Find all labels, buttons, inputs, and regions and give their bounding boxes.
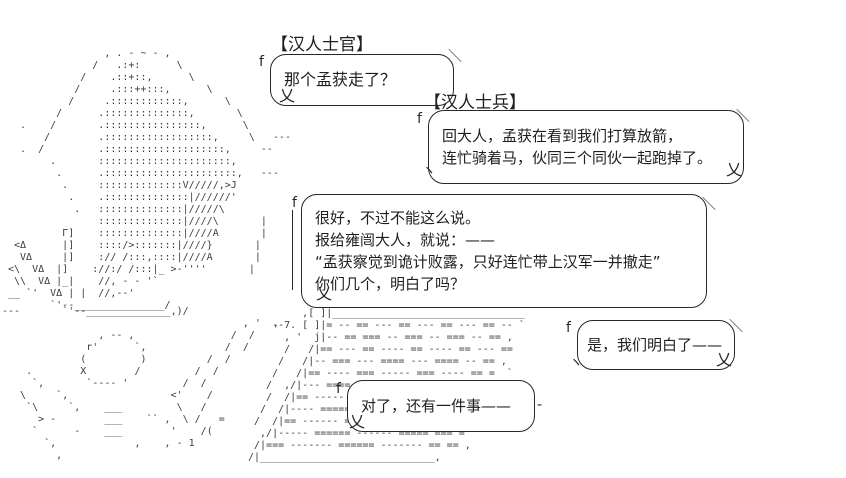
bubble-dash-glyph: - bbox=[537, 397, 543, 413]
speaker-label-soldier: 【汉人士兵】 bbox=[424, 93, 526, 113]
bubble-nick-glyph: ＼ bbox=[448, 49, 462, 65]
bubble-nick-glyph: ＼ bbox=[736, 109, 750, 125]
bubble-line: 对了，还有一件事—— bbox=[361, 397, 512, 415]
bubble-nick-glyph: ＼ bbox=[729, 319, 743, 335]
bubble-line: “孟获察觉到诡计败露，只好连忙带上汉军一并撤走” bbox=[315, 253, 661, 271]
speech-bubble-officer-more: 对了，还有一件事—— bbox=[347, 380, 535, 432]
bubble-line: 是，我们明白了—— bbox=[587, 336, 723, 354]
speech-bubble-officer-order: 很好，不过不能这么说。 报给雍闿大人，就说：—— “孟获察觉到诡计败露，只好连忙… bbox=[301, 194, 707, 308]
bubble-corner-glyph: f bbox=[259, 54, 264, 70]
bubble-line: 你们几个，明白了吗？ bbox=[315, 275, 466, 293]
bubble-line: 连忙骑着马，伙同三个同伙一起跑掉了。 bbox=[442, 149, 713, 167]
bubble-tail-glyph: 乂 bbox=[316, 284, 333, 303]
bubble-line: 报给雍闿大人，就说：—— bbox=[315, 231, 496, 249]
bubble-nick-glyph: ＼ bbox=[702, 197, 716, 213]
bubble-corner-glyph: f bbox=[336, 381, 341, 397]
speech-bubble-soldier-report: 回大人，孟获在看到我们打算放箭， 连忙骑着马，伙同三个同伙一起跑掉了。 bbox=[428, 110, 744, 184]
speaker-label-officer: 【汉人士官】 bbox=[271, 35, 373, 55]
bubble-hook-glyph: ヽ bbox=[422, 163, 436, 179]
bubble-line: 很好，不过不能这么说。 bbox=[315, 209, 481, 227]
bubble-tail-glyph: 乂 bbox=[726, 160, 743, 179]
ascii-art-bottom-left-figure: --- `'--______________,)/ , ' , , -- , /… bbox=[2, 306, 279, 461]
bubble-tail-glyph: 乂 bbox=[279, 86, 296, 105]
bubble-corner-glyph: f bbox=[292, 195, 297, 211]
ascii-art-hat-figure: , . - ~ - , / .:+: \ / .::+::, \ / .:::+… bbox=[8, 48, 291, 311]
bubble-corner-glyph: f bbox=[566, 320, 571, 336]
speech-bubble-officer-question: 那个孟获走了？ bbox=[270, 54, 454, 106]
bubble-tail-glyph: 乂 bbox=[349, 412, 366, 431]
bubble-left-double-bar bbox=[292, 210, 293, 290]
bubble-tail-glyph: 乂 bbox=[716, 350, 733, 369]
bubble-line: 那个孟获走了？ bbox=[284, 70, 397, 89]
bubble-corner-glyph: f bbox=[417, 111, 422, 127]
speech-bubble-soldier-reply: 是，我们明白了—— bbox=[577, 320, 735, 370]
bubble-line: 回大人，孟获在看到我们打算放箭， bbox=[442, 127, 683, 145]
bubble-hook-glyph: ヽ bbox=[569, 355, 583, 371]
